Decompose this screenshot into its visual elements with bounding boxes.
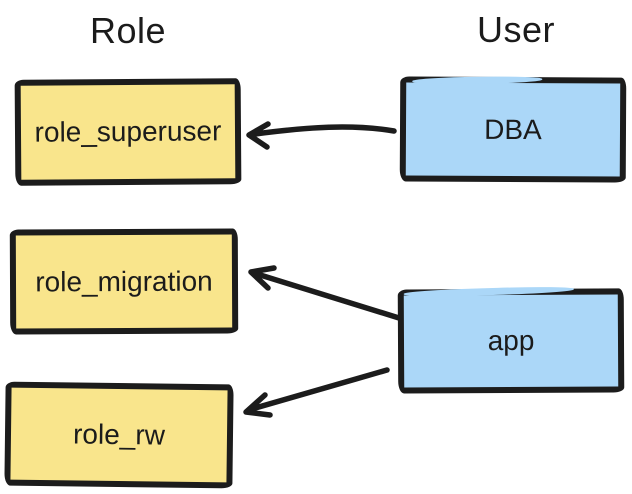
node-label: role_rw bbox=[72, 418, 166, 451]
node-role_superuser: role_superuser bbox=[14, 78, 242, 186]
node-role_rw: role_rw bbox=[4, 381, 234, 489]
node-label: DBA bbox=[484, 113, 542, 145]
arrow-app-to-role_migration bbox=[248, 265, 402, 321]
sketch-fill-overflow bbox=[412, 75, 543, 85]
arrow-dba-to-role_superuser bbox=[246, 121, 397, 150]
arrow-app-to-role_rw bbox=[243, 367, 390, 418]
sketch-fill-overflow bbox=[403, 285, 574, 298]
column-heading-user: User bbox=[476, 9, 555, 50]
node-label: role_superuser bbox=[34, 115, 222, 148]
node-app: app bbox=[397, 285, 625, 394]
node-role_migration: role_migration bbox=[9, 228, 239, 335]
node-label: role_migration bbox=[35, 265, 213, 297]
node-label: app bbox=[487, 324, 535, 357]
column-heading-role: Role bbox=[89, 10, 167, 51]
node-dba: DBA bbox=[399, 75, 627, 183]
